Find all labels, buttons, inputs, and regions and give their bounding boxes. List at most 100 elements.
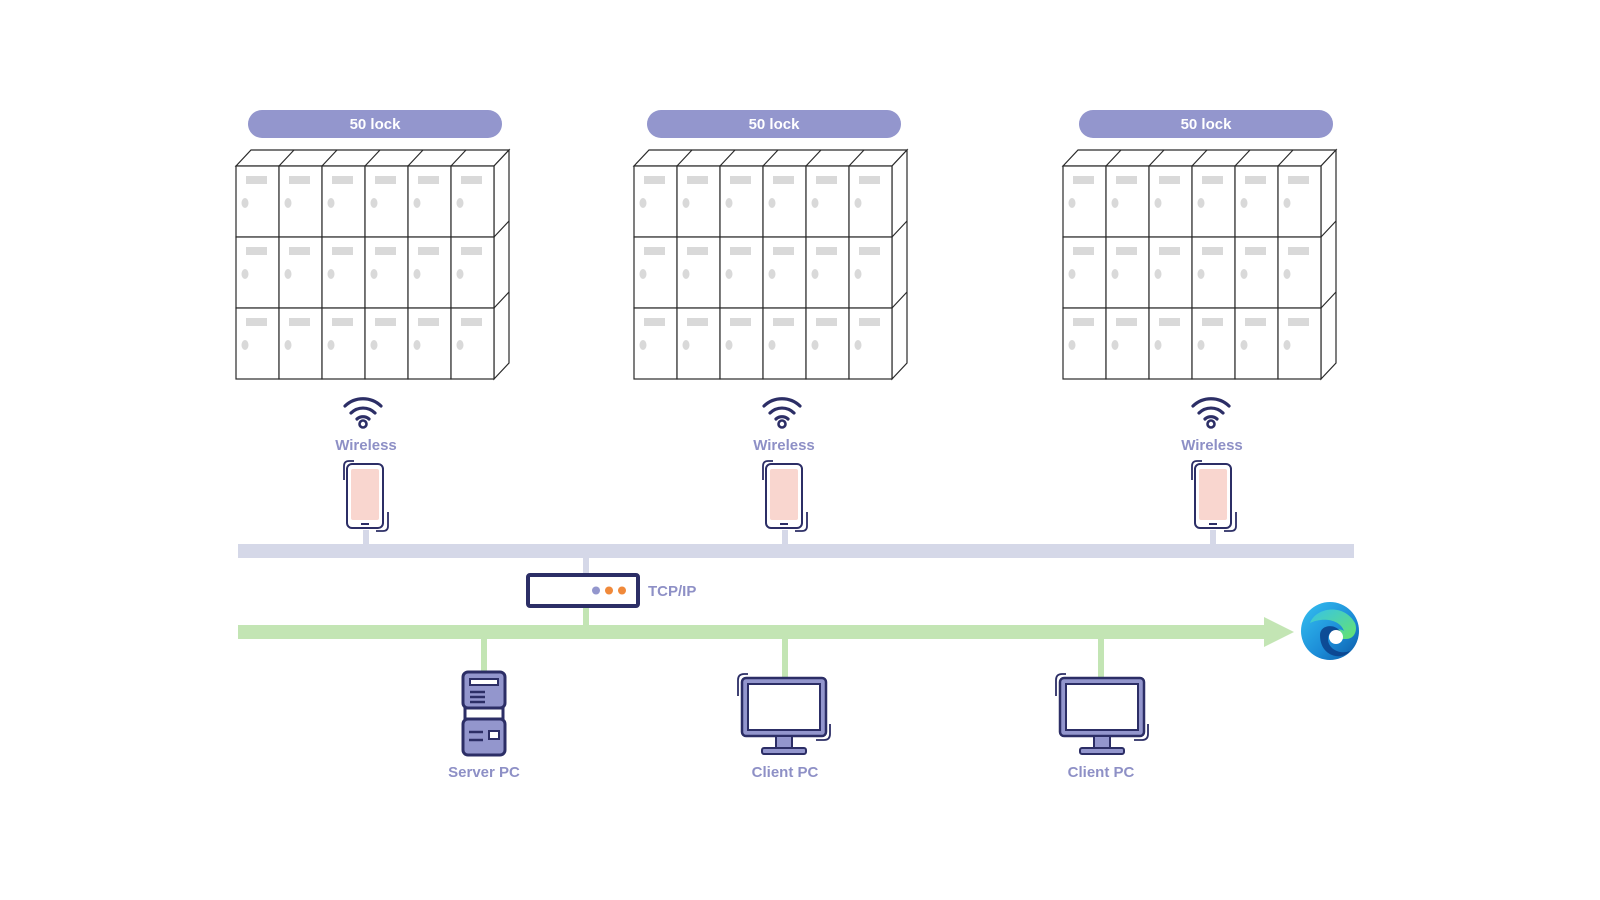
locker-label-plate [773, 176, 794, 184]
monitor-base [761, 747, 807, 755]
locker-door [1062, 307, 1107, 380]
locker-lock-icon [1283, 198, 1291, 208]
locker-door [321, 236, 366, 309]
locker-lock-icon [241, 198, 249, 208]
locker-door [364, 307, 409, 380]
locker-door [633, 307, 678, 380]
locker-side-divider [891, 220, 908, 238]
locker-label-plate [773, 318, 794, 326]
locker-door [805, 236, 850, 309]
locker-label-plate [418, 318, 439, 326]
locker-door [1277, 307, 1322, 380]
server-icon [461, 670, 507, 757]
locker-top-divider [1234, 149, 1251, 167]
locker-label-plate [773, 247, 794, 255]
locker-top-divider [1191, 149, 1208, 167]
locker-side-face [891, 148, 908, 381]
locker-door [805, 307, 850, 380]
phone-screen [1199, 469, 1227, 520]
locker-top-divider [1105, 149, 1122, 167]
client2-connector-line [1098, 639, 1104, 679]
mobile-phone-icon [762, 460, 808, 532]
phone-connector-line [363, 530, 369, 546]
wifi-icon [762, 397, 802, 429]
locker-lock-icon [768, 198, 776, 208]
locker-door [235, 236, 280, 309]
wireless-bus-line [238, 544, 1354, 558]
locker-label-plate [1116, 247, 1137, 255]
network-switch-icon [526, 573, 640, 608]
locker-label-plate [816, 247, 837, 255]
gateway-upper-connector [583, 558, 589, 574]
locker-door [762, 236, 807, 309]
locker-lock-icon [1154, 269, 1162, 279]
locker-lock-icon [1240, 198, 1248, 208]
locker-lock-icon [456, 198, 464, 208]
locker-lock-icon [327, 198, 335, 208]
locker-count-badge: 50 lock [1079, 110, 1333, 138]
locker-lock-icon [1240, 269, 1248, 279]
locker-door [1234, 165, 1279, 238]
locker-top-divider [407, 149, 424, 167]
locker-lock-icon [768, 269, 776, 279]
locker-lock-icon [456, 269, 464, 279]
phone-screen [351, 469, 379, 520]
locker-count-badge: 50 lock [248, 110, 502, 138]
mobile-phone-icon [1191, 460, 1237, 532]
locker-door [364, 165, 409, 238]
locker-label-plate [687, 176, 708, 184]
locker-door [235, 307, 280, 380]
locker-door [1105, 236, 1150, 309]
locker-door [1148, 307, 1193, 380]
locker-top-divider [1277, 149, 1294, 167]
client-pc-label: Client PC [1067, 764, 1135, 781]
locker-door [1148, 165, 1193, 238]
locker-door [278, 307, 323, 380]
locker-label-plate [1202, 247, 1223, 255]
locker-label-plate [1245, 318, 1266, 326]
locker-label-plate [375, 318, 396, 326]
locker-label-plate [1073, 318, 1094, 326]
locker-label-plate [1073, 247, 1094, 255]
phone-screen [770, 469, 798, 520]
locker-door [719, 307, 764, 380]
client-pc-label: Client PC [751, 764, 819, 781]
locker-lock-icon [284, 340, 292, 350]
locker-label-plate [1073, 176, 1094, 184]
locker-label-plate [289, 318, 310, 326]
locker-door [450, 307, 495, 380]
locker-door [676, 236, 721, 309]
locker-label-plate [461, 318, 482, 326]
locker-label-plate [730, 176, 751, 184]
locker-side-divider [1320, 220, 1337, 238]
locker-label-plate [644, 176, 665, 184]
locker-label-plate [730, 247, 751, 255]
wifi-icon [1191, 397, 1231, 429]
locker-lock-icon [854, 340, 862, 350]
mobile-phone-icon [343, 460, 389, 532]
locker-door [719, 165, 764, 238]
locker-door [1148, 236, 1193, 309]
locker-label-plate [730, 318, 751, 326]
locker-label-plate [859, 176, 880, 184]
locker-top-divider [1148, 149, 1165, 167]
locker-lock-icon [456, 340, 464, 350]
locker-door [407, 307, 452, 380]
monitor-icon [737, 673, 831, 755]
locker-lock-icon [725, 269, 733, 279]
locker-label-plate [1159, 318, 1180, 326]
locker-lock-icon [284, 198, 292, 208]
locker-label-plate [332, 318, 353, 326]
locker-side-face [493, 148, 510, 381]
locker-label-plate [246, 176, 267, 184]
locker-door [1277, 165, 1322, 238]
tcp-ip-label: TCP/IP [648, 583, 697, 600]
locker-label-plate [859, 247, 880, 255]
locker-lock-icon [1283, 269, 1291, 279]
locker-side-divider [493, 291, 510, 309]
locker-top-divider [364, 149, 381, 167]
locker-lock-icon [1068, 198, 1076, 208]
locker-door [762, 307, 807, 380]
locker-lock-icon [241, 269, 249, 279]
locker-side-divider [493, 220, 510, 238]
